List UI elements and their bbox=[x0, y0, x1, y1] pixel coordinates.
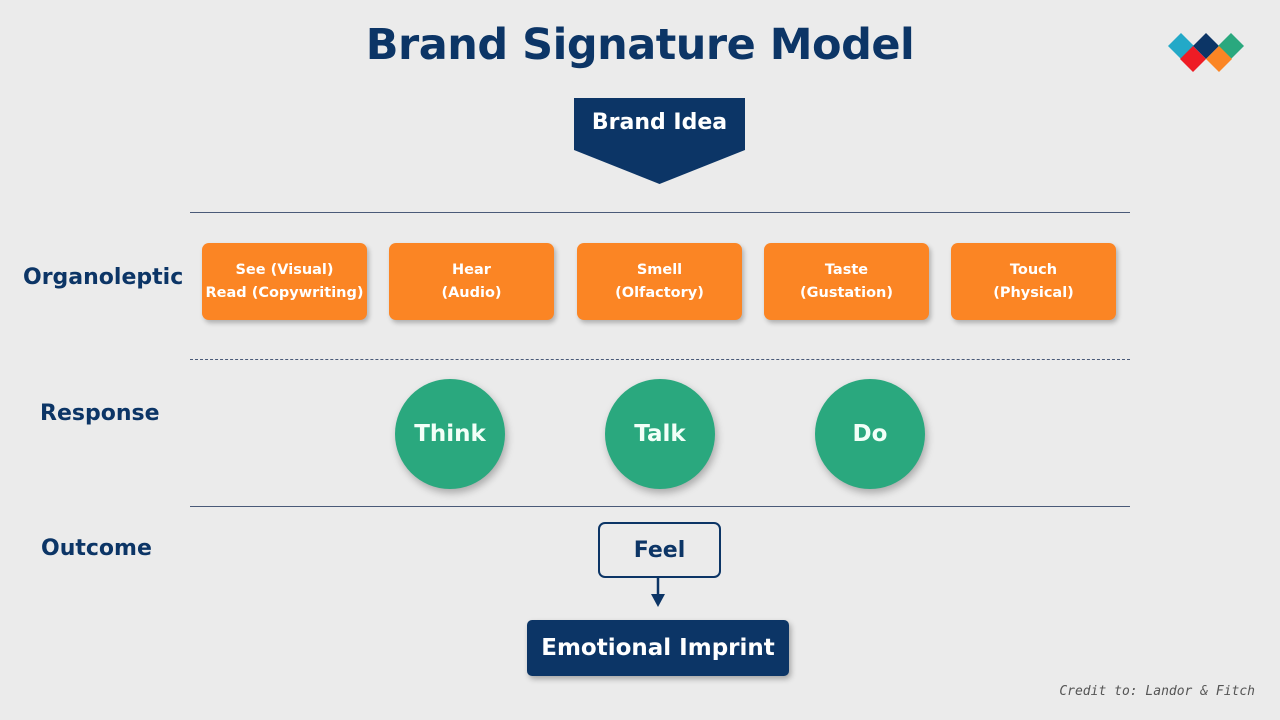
arrow-down-icon bbox=[651, 578, 665, 607]
sense-line2: (Olfactory) bbox=[615, 284, 704, 301]
sense-box-hear: Hear (Audio) bbox=[389, 243, 554, 320]
sense-line1: See (Visual) bbox=[235, 261, 334, 278]
feel-box: Feel bbox=[598, 522, 721, 578]
divider-top bbox=[190, 212, 1130, 213]
sense-line2: (Audio) bbox=[441, 284, 502, 301]
sense-line1: Touch bbox=[1009, 261, 1058, 278]
row-label-response: Response bbox=[40, 401, 160, 426]
sense-box-touch: Touch (Physical) bbox=[951, 243, 1116, 320]
diamond-logo-icon bbox=[1168, 33, 1244, 72]
response-circle-think: Think bbox=[395, 379, 505, 489]
row-label-outcome: Outcome bbox=[41, 536, 152, 561]
sense-line2: (Physical) bbox=[993, 284, 1074, 301]
sense-box-smell: Smell (Olfactory) bbox=[577, 243, 742, 320]
divider-dashed bbox=[190, 359, 1130, 360]
divider-bottom bbox=[190, 506, 1130, 507]
response-circle-do: Do bbox=[815, 379, 925, 489]
response-circle-talk: Talk bbox=[605, 379, 715, 489]
sense-line1: Smell bbox=[636, 261, 683, 278]
sense-box-taste: Taste (Gustation) bbox=[764, 243, 929, 320]
sense-box-see-read: See (Visual) Read (Copywriting) bbox=[202, 243, 367, 320]
credit-text: Credit to: Landor & Fitch bbox=[1059, 684, 1255, 699]
sense-line2: Read (Copywriting) bbox=[205, 284, 364, 301]
sense-line1: Hear bbox=[452, 261, 491, 278]
emotional-imprint-box: Emotional Imprint bbox=[527, 620, 789, 676]
diagram-title: Brand Signature Model bbox=[365, 20, 915, 70]
sense-line1: Taste bbox=[824, 261, 869, 278]
brand-idea-label: Brand Idea bbox=[591, 110, 728, 135]
row-label-organoleptic: Organoleptic bbox=[23, 265, 184, 290]
brand-idea-pentagon: Brand Idea bbox=[574, 98, 745, 184]
sense-line2: (Gustation) bbox=[799, 284, 893, 301]
